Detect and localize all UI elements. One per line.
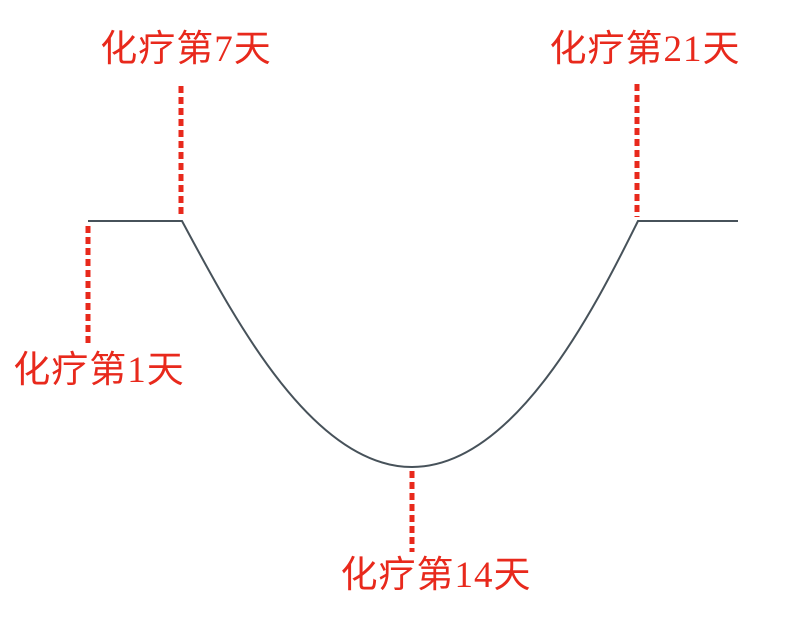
annotation-label-chemo-day-14: 化疗第14天 [340,555,532,596]
annotation-label-chemo-day-7: 化疗第7天 [100,29,272,70]
annotation-label-chemo-day-1: 化疗第1天 [13,350,185,391]
dashed-marker-lines [85,84,640,552]
trend-curve [88,220,738,469]
annotation-label-chemo-day-21: 化疗第21天 [549,29,741,70]
